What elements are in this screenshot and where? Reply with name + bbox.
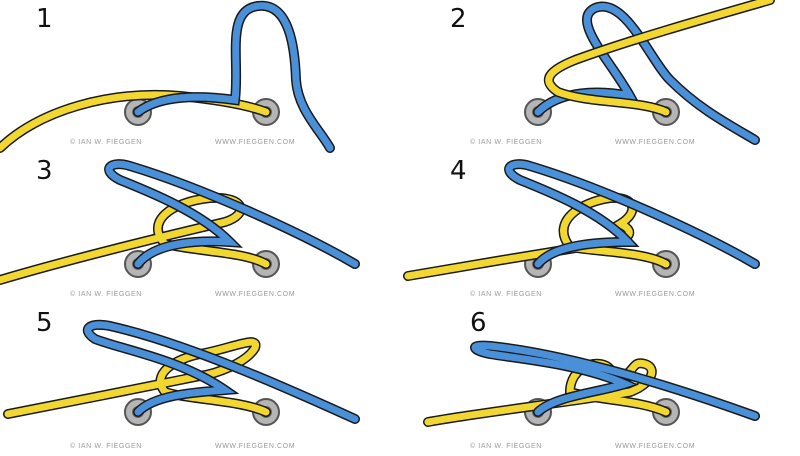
step-4-panel: 4 © IAN W. FIEGGEN WWW.FIEGGEN.COM xyxy=(400,152,800,304)
step-number: 3 xyxy=(36,156,53,186)
copyright-credit: © IAN W. FIEGGEN xyxy=(70,443,142,450)
lace-illustration xyxy=(423,340,760,427)
step-1-panel: 1 © IAN W. FIEGGEN WWW.FIEGGEN.COM xyxy=(0,0,400,153)
website-credit: WWW.FIEGGEN.COM xyxy=(615,291,696,298)
lace-illustration xyxy=(403,159,760,281)
website-credit: WWW.FIEGGEN.COM xyxy=(215,443,296,450)
website-credit: WWW.FIEGGEN.COM xyxy=(215,291,296,298)
copyright-credit: © IAN W. FIEGGEN xyxy=(470,443,542,450)
lace-illustration xyxy=(524,0,775,145)
copyright-credit: © IAN W. FIEGGEN xyxy=(70,139,142,146)
website-credit: WWW.FIEGGEN.COM xyxy=(215,139,296,146)
copyright-credit: © IAN W. FIEGGEN xyxy=(470,139,542,146)
step-number: 6 xyxy=(470,308,487,338)
step-3-panel: 3 © IAN W. FIEGGEN WWW.FIEGGEN.COM xyxy=(0,152,400,304)
lace-illustration xyxy=(3,319,360,426)
copyright-credit: © IAN W. FIEGGEN xyxy=(470,291,542,298)
step-5-panel: 5 © IAN W. FIEGGEN WWW.FIEGGEN.COM xyxy=(0,304,400,456)
website-credit: WWW.FIEGGEN.COM xyxy=(615,443,696,450)
step-number: 2 xyxy=(450,4,467,34)
lace-illustration xyxy=(0,0,335,153)
lace-illustration xyxy=(0,159,360,285)
website-credit: WWW.FIEGGEN.COM xyxy=(615,139,696,146)
copyright-credit: © IAN W. FIEGGEN xyxy=(70,291,142,298)
step-number: 5 xyxy=(36,308,53,338)
step-number: 4 xyxy=(450,156,467,186)
step-6-panel: 6 © IAN W. FIEGGEN WWW.FIEGGEN.COM xyxy=(400,304,800,456)
step-2-panel: 2 © IAN W. FIEGGEN WWW.FIEGGEN.COM xyxy=(400,0,800,152)
step-number: 1 xyxy=(36,4,53,34)
